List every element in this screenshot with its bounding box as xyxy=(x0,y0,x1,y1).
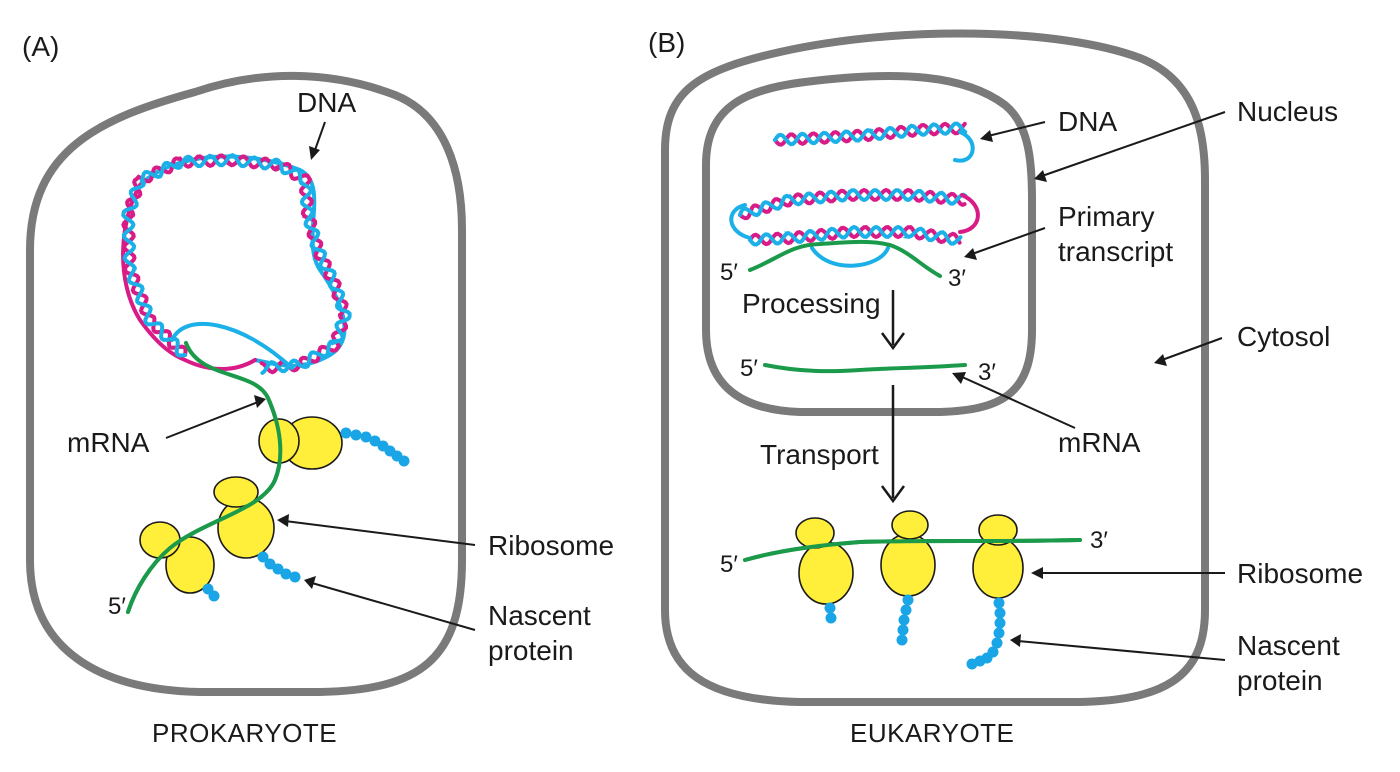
primary-transcript-pointer xyxy=(971,227,1046,255)
transcription-bubble xyxy=(170,321,294,370)
nuclear-dna-loop-end xyxy=(953,130,975,163)
eukaryote-dna-label: DNA xyxy=(1058,106,1117,137)
amino-acid-bead xyxy=(994,607,1006,619)
dna-label: DNA xyxy=(297,87,356,118)
mature-three-prime: 3′ xyxy=(978,359,996,386)
nuclear-dna-strand xyxy=(738,188,968,247)
eukaryote-mrna-pointer xyxy=(959,375,1076,429)
nascent-protein-chain xyxy=(896,594,914,646)
eukaryote-cell-outline xyxy=(661,29,1209,706)
transcription-bubble xyxy=(810,246,890,268)
panel-a-label: (A) xyxy=(22,31,59,62)
amino-acid-bead xyxy=(902,594,914,606)
cytosol-pointer xyxy=(1161,337,1223,361)
amino-acid-bead xyxy=(993,627,1005,639)
eukaryote-ribosome xyxy=(880,510,936,597)
mature-five-prime: 5′ xyxy=(740,355,758,382)
amino-acid-bead xyxy=(350,429,362,441)
primary-transcript-label-line2: transcript xyxy=(1058,236,1173,267)
eukaryote-nascent-pointer xyxy=(1017,640,1226,661)
processing-label: Processing xyxy=(742,288,881,319)
dna-pointer xyxy=(314,121,326,151)
eukaryote-mrna-label: mRNA xyxy=(1058,427,1141,458)
nascent-protein-chain xyxy=(966,597,1006,670)
nascent-protein-label-line2: protein xyxy=(488,635,574,666)
nascent-protein-chain xyxy=(202,583,220,602)
prokaryote-cell-outline xyxy=(26,71,466,696)
amino-acid-bead xyxy=(280,568,292,580)
eukaryote-ribosome-label: Ribosome xyxy=(1237,558,1363,589)
amino-acid-bead xyxy=(993,597,1005,609)
eukaryote-dna-pointer xyxy=(987,121,1046,137)
prokaryote-ribosome xyxy=(258,416,343,470)
primary-transcript xyxy=(748,239,942,278)
amino-acid-bead xyxy=(208,590,220,602)
prokaryote-ribosome xyxy=(139,521,215,594)
prokaryote-dna xyxy=(121,153,352,375)
nuclear-dna-loop-end xyxy=(958,193,980,234)
primary-five-prime: 5′ xyxy=(720,259,738,286)
transport-label: Transport xyxy=(760,439,879,470)
amino-acid-bead xyxy=(825,612,837,624)
mrna-label: mRNA xyxy=(67,427,150,458)
cytosol-label: Cytosol xyxy=(1237,321,1330,352)
amino-acid-bead xyxy=(897,624,909,636)
primary-transcript-label-line1: Primary xyxy=(1058,201,1154,232)
panel-b: (B) 5′ 3′ Processing 5′ 3′ Transport 5′ … xyxy=(648,27,1363,748)
cyto-five-prime: 5′ xyxy=(720,551,738,578)
mrna-pointer xyxy=(165,401,259,439)
eukaryote-ribosome xyxy=(972,514,1024,599)
amino-acid-bead xyxy=(824,602,836,614)
panel-b-label: (B) xyxy=(648,27,685,58)
primary-three-prime: 3′ xyxy=(948,265,966,292)
amino-acid-bead xyxy=(257,551,269,563)
amino-acid-bead xyxy=(966,658,978,670)
nuclear-dna-strand xyxy=(773,121,968,147)
nuclear-dna-strand xyxy=(738,187,967,247)
nucleus-label: Nucleus xyxy=(1237,96,1338,127)
amino-acid-bead xyxy=(900,604,912,616)
nucleus-pointer xyxy=(1041,111,1226,177)
amino-acid-bead xyxy=(991,637,1003,649)
nascent-protein-chain xyxy=(340,427,410,467)
mature-mrna-nuclear xyxy=(763,363,967,374)
amino-acid-bead xyxy=(272,563,284,575)
nascent-protein-label-line1: Nascent xyxy=(488,600,591,631)
eukaryote-ribosome xyxy=(795,517,854,605)
amino-acid-bead xyxy=(264,558,276,570)
ribosome-label: Ribosome xyxy=(488,530,614,561)
eukaryote-caption: EUKARYOTE xyxy=(850,718,1014,748)
dna-strand-blue xyxy=(121,153,352,375)
amino-acid-bead xyxy=(398,455,410,467)
cyto-three-prime: 3′ xyxy=(1090,527,1108,554)
amino-acid-bead xyxy=(369,435,381,447)
eukaryote-nascent-label-line2: protein xyxy=(1237,665,1323,696)
nuclear-dna-loop-end xyxy=(729,203,752,240)
amino-acid-bead xyxy=(896,634,908,646)
nascent-protein-chain xyxy=(824,602,837,624)
nascent-protein-pointer xyxy=(311,582,476,631)
ribosome-pointer xyxy=(284,520,476,546)
panel-a: (A) DNA xyxy=(22,31,614,748)
prokaryote-caption: PROKARYOTE xyxy=(152,718,337,748)
nascent-protein-chain xyxy=(257,551,301,583)
five-prime-end: 5′ xyxy=(108,593,126,620)
amino-acid-bead xyxy=(360,431,372,443)
amino-acid-bead xyxy=(340,427,352,439)
amino-acid-bead xyxy=(994,617,1006,629)
amino-acid-bead xyxy=(898,614,910,626)
amino-acid-bead xyxy=(289,571,301,583)
eukaryote-nascent-label-line1: Nascent xyxy=(1237,630,1340,661)
